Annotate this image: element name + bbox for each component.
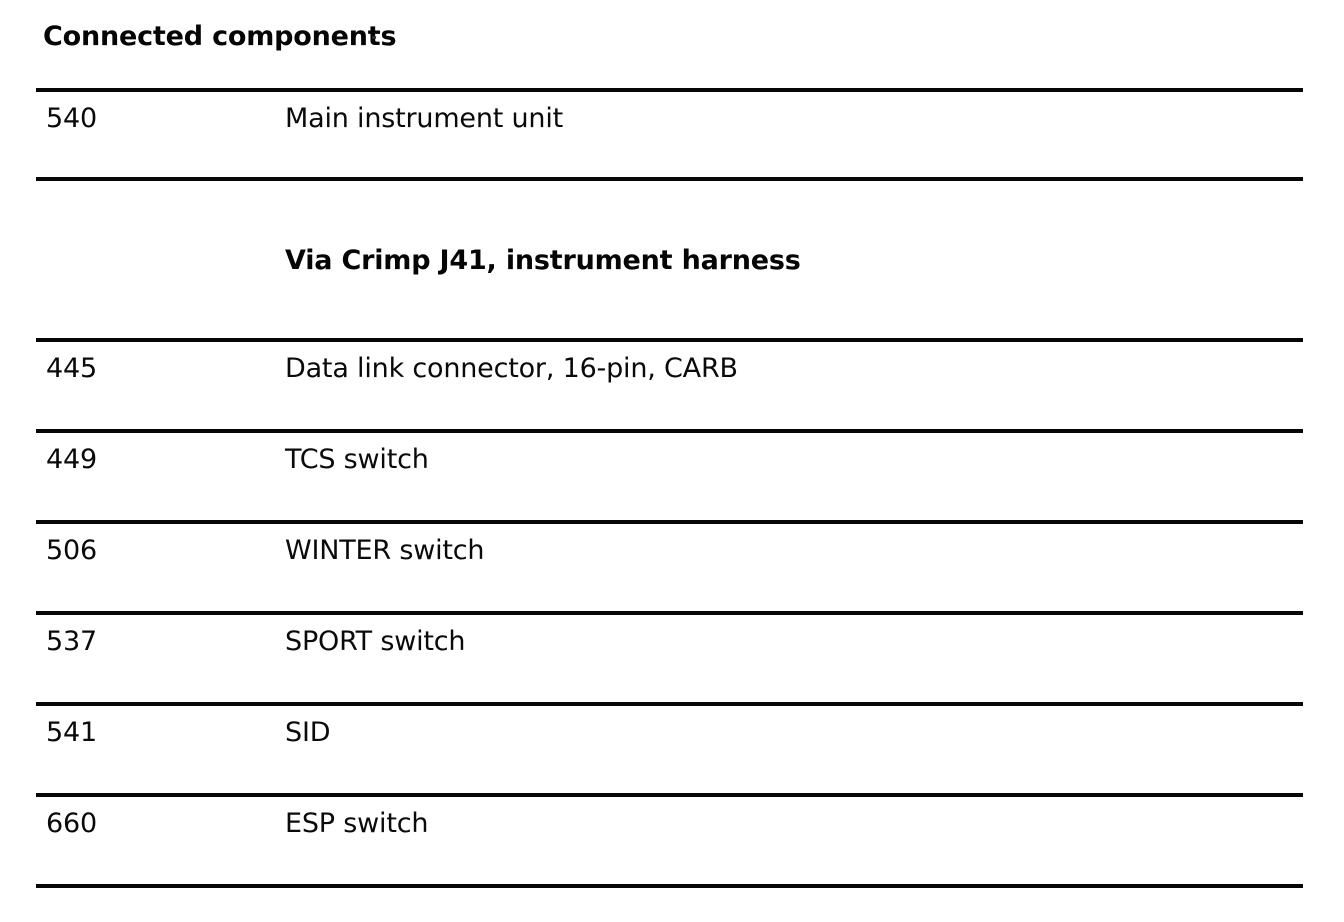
component-description: SPORT switch bbox=[285, 626, 466, 657]
component-description: Main instrument unit bbox=[285, 103, 564, 134]
component-code: 541 bbox=[46, 717, 97, 748]
component-description: SID bbox=[285, 717, 331, 748]
component-code: 445 bbox=[46, 353, 97, 384]
page-title: Connected components bbox=[43, 21, 397, 52]
table-row: 660 ESP switch bbox=[36, 793, 1303, 884]
table-row: 541 SID bbox=[36, 702, 1303, 793]
table-row: 449 TCS switch bbox=[36, 429, 1303, 520]
component-code: 540 bbox=[46, 103, 97, 134]
component-description: WINTER switch bbox=[285, 535, 485, 566]
component-code: 660 bbox=[46, 808, 97, 839]
connected-components-table: 540 Main instrument unit Via Crimp J41, … bbox=[36, 88, 1303, 888]
table-group-instrument-harness: 445 Data link connector, 16-pin, CARB 44… bbox=[36, 338, 1303, 888]
section-note-row: Via Crimp J41, instrument harness bbox=[36, 181, 1303, 338]
table-row: 537 SPORT switch bbox=[36, 611, 1303, 702]
component-code: 449 bbox=[46, 444, 97, 475]
component-description: TCS switch bbox=[285, 444, 429, 475]
component-description: Data link connector, 16-pin, CARB bbox=[285, 353, 738, 384]
table-row: 445 Data link connector, 16-pin, CARB bbox=[36, 338, 1303, 429]
component-code: 537 bbox=[46, 626, 97, 657]
section-note: Via Crimp J41, instrument harness bbox=[285, 245, 801, 276]
component-description: ESP switch bbox=[285, 808, 429, 839]
component-code: 506 bbox=[46, 535, 97, 566]
scan-artifact-dot bbox=[372, 36, 376, 39]
table-row: 506 WINTER switch bbox=[36, 520, 1303, 611]
table-group-main-unit: 540 Main instrument unit bbox=[36, 88, 1303, 181]
table-row: 540 Main instrument unit bbox=[36, 92, 1303, 135]
